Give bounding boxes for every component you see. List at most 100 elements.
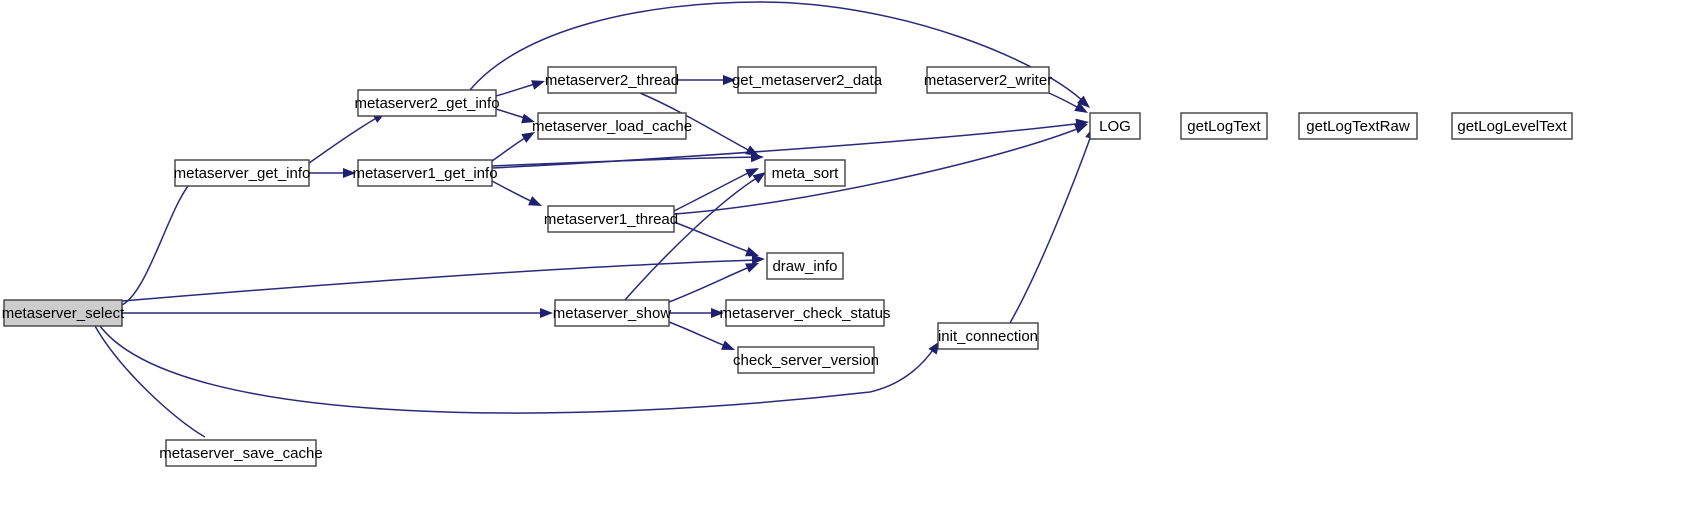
edge-line — [673, 126, 1083, 215]
node-box[interactable] — [926, 66, 1050, 94]
arrowhead-icon — [521, 113, 535, 124]
node-box[interactable] — [1180, 112, 1268, 140]
graph-node-metaserver_check_status[interactable]: metaserver_check_status — [720, 299, 891, 327]
graph-node-check_server_version[interactable]: check_server_version — [733, 346, 879, 374]
edge-line — [624, 175, 761, 301]
arrowhead-icon — [1076, 95, 1090, 108]
edge-line — [99, 325, 936, 414]
call-edge-metaserver2_get_info-to-LOG — [469, 1, 1090, 108]
node-box[interactable] — [766, 252, 844, 280]
node-box[interactable] — [357, 89, 497, 117]
node-box[interactable] — [737, 66, 877, 94]
call-edge-metaserver1_get_info-to-metaserver_load_cache — [491, 132, 535, 162]
call-edge-metaserver1_thread-to-draw_info — [673, 221, 759, 257]
node-box[interactable] — [554, 299, 670, 327]
call-edge-metaserver2_thread-to-get_metaserver2_data — [676, 75, 736, 85]
edge-line — [469, 1, 1086, 104]
arrowhead-icon — [521, 132, 535, 143]
edge-line — [94, 325, 206, 438]
arrowhead-icon — [540, 308, 553, 318]
edge-line — [491, 122, 1084, 169]
edge-line — [491, 156, 758, 167]
call-edge-metaserver1_thread-to-LOG — [673, 124, 1088, 215]
graph-node-metaserver2_writer[interactable]: metaserver2_writer — [924, 66, 1052, 94]
graph-node-draw_info[interactable]: draw_info — [766, 252, 844, 280]
graph-node-metaserver_get_info[interactable]: metaserver_get_info — [174, 159, 311, 187]
edge-line — [673, 221, 753, 254]
edge-line — [495, 82, 539, 97]
node-box[interactable] — [937, 322, 1039, 350]
graph-node-metaserver_show[interactable]: metaserver_show — [553, 299, 672, 327]
call-edge-metaserver2_get_info-to-metaserver2_thread — [495, 80, 545, 97]
graph-node-metaserver2_thread[interactable]: metaserver2_thread — [545, 66, 679, 94]
edge-line — [491, 135, 529, 162]
node-box[interactable] — [1451, 112, 1573, 140]
edge-line — [668, 265, 753, 303]
graph-node-meta_sort[interactable]: meta_sort — [764, 159, 846, 187]
graph-node-metaserver1_get_info[interactable]: metaserver1_get_info — [352, 159, 498, 187]
call-edge-metaserver_show-to-meta_sort — [624, 172, 766, 301]
graph-node-metaserver_save_cache[interactable]: metaserver_save_cache — [159, 439, 323, 467]
node-box[interactable] — [3, 299, 123, 327]
node-box[interactable] — [174, 159, 310, 187]
edge-line — [668, 321, 729, 348]
node-layer: metaserver_selectmetaserver_get_infometa… — [2, 66, 1573, 467]
call-edge-metaserver_select-to-metaserver_show — [122, 308, 553, 318]
call-edge-init_connection-to-LOG — [1009, 126, 1095, 324]
node-box[interactable] — [537, 112, 687, 140]
call-edge-metaserver2_thread-to-meta_sort — [639, 92, 759, 156]
arrowhead-icon — [531, 80, 545, 90]
arrowhead-icon — [928, 341, 940, 355]
call-edge-metaserver1_get_info-to-metaserver1_thread — [491, 180, 542, 206]
graph-node-getLogText[interactable]: getLogText — [1180, 112, 1268, 140]
arrowhead-icon — [528, 196, 542, 206]
call-edge-metaserver_show-to-check_server_version — [668, 321, 735, 350]
graph-node-init_connection[interactable]: init_connection — [937, 322, 1039, 350]
arrowhead-icon — [723, 75, 736, 85]
node-box[interactable] — [357, 159, 493, 187]
call-edge-metaserver_select-to-draw_info — [121, 254, 765, 302]
call-edge-metaserver2_writer-to-LOG — [1048, 92, 1088, 113]
call-edge-metaserver_get_info-to-metaserver1_get_info — [309, 168, 356, 178]
arrowhead-icon — [711, 308, 724, 318]
arrowhead-icon — [1074, 102, 1088, 113]
arrowhead-icon — [745, 263, 759, 273]
arrowhead-icon — [751, 254, 765, 265]
node-box[interactable] — [165, 439, 317, 467]
arrowhead-icon — [745, 246, 759, 257]
graph-node-metaserver2_get_info[interactable]: metaserver2_get_info — [354, 89, 500, 117]
graph-node-LOG[interactable]: LOG — [1089, 112, 1141, 140]
call-edge-metaserver_select-to-metaserver_save_cache — [94, 325, 212, 455]
arrowhead-icon — [1074, 124, 1088, 134]
node-box[interactable] — [1089, 112, 1141, 140]
call-edge-metaserver_show-to-draw_info — [668, 263, 759, 303]
call-edge-metaserver_show-to-metaserver_check_status — [669, 308, 724, 318]
edge-line — [491, 180, 536, 204]
edge-line — [308, 115, 381, 164]
edge-layer — [94, 1, 1095, 455]
call-edge-metaserver1_thread-to-meta_sort — [673, 168, 759, 212]
graph-node-getLogLevelText[interactable]: getLogLevelText — [1451, 112, 1573, 140]
edge-line — [673, 170, 753, 212]
edge-line — [121, 259, 759, 302]
graph-node-metaserver_load_cache[interactable]: metaserver_load_cache — [532, 112, 692, 140]
node-box[interactable] — [547, 66, 677, 94]
node-box[interactable] — [764, 159, 846, 187]
graph-node-getLogTextRaw[interactable]: getLogTextRaw — [1298, 112, 1418, 140]
node-box[interactable] — [1298, 112, 1418, 140]
arrowhead-icon — [745, 168, 759, 179]
graph-node-metaserver_select[interactable]: metaserver_select — [2, 299, 125, 327]
graph-node-get_metaserver2_data[interactable]: get_metaserver2_data — [732, 66, 883, 94]
node-box[interactable] — [725, 299, 885, 327]
arrowhead-icon — [343, 168, 356, 178]
arrowhead-icon — [752, 172, 766, 184]
node-box[interactable] — [737, 346, 875, 374]
call-edge-metaserver2_get_info-to-metaserver_load_cache — [495, 108, 535, 124]
arrowhead-icon — [721, 340, 735, 350]
edge-line — [639, 92, 753, 153]
call-edge-metaserver_select-to-metaserver_get_info — [121, 174, 199, 306]
edge-line — [121, 177, 196, 306]
node-box[interactable] — [547, 205, 675, 233]
graph-node-metaserver1_thread[interactable]: metaserver1_thread — [544, 205, 678, 233]
